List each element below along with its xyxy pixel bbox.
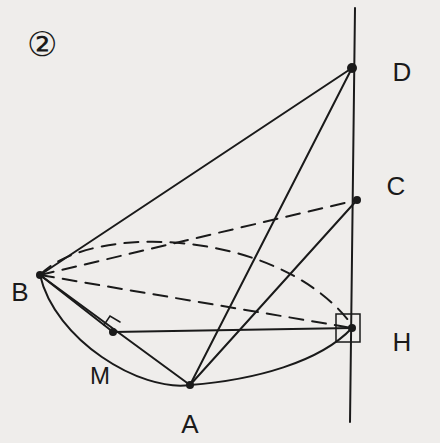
edge-da: [190, 68, 352, 385]
point-label: M: [90, 364, 110, 388]
right-angle-mark: [336, 314, 360, 342]
point: [186, 381, 194, 389]
point-label: B: [11, 279, 28, 305]
point-label: C: [387, 173, 406, 199]
point-label: A: [181, 411, 198, 437]
point-label: D: [393, 59, 412, 85]
edge-ba: [40, 275, 190, 385]
point: [347, 63, 357, 73]
edge-ca: [190, 200, 357, 385]
edge-bh: [40, 275, 352, 328]
edge-mh: [113, 328, 352, 332]
point: [36, 271, 44, 279]
edge-bc: [40, 200, 357, 275]
right-angle-mark: [104, 316, 120, 325]
point-label: H: [393, 329, 412, 355]
point: [353, 196, 361, 204]
point: [348, 324, 356, 332]
point: [109, 328, 117, 336]
front-arc: [40, 275, 352, 386]
figure-number: ②: [27, 27, 57, 61]
